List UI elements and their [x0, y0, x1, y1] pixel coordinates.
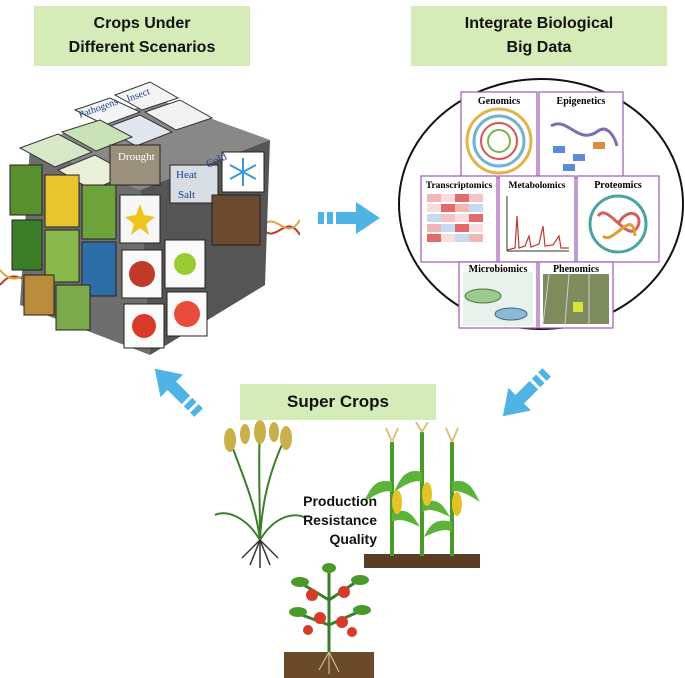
cube-label-salt: Salt	[178, 189, 195, 201]
panel-epigenetics: Epigenetics	[538, 91, 624, 179]
tomato-plant-icon	[284, 563, 374, 678]
title-left-line2: Different Scenarios	[68, 39, 216, 56]
label-proteomics: Proteomics	[594, 180, 642, 191]
crop-traits: Production Resistance Quality	[287, 492, 377, 549]
title-left-line1: Crops Under	[93, 15, 191, 32]
panel-phenomics: Phenomics	[538, 261, 614, 329]
trait-production: Production	[303, 493, 377, 509]
cube-label-drought: Drought	[118, 151, 155, 163]
crop-scenario-cube: Pathogens Insect Drought Heat Salt Cold	[0, 81, 300, 355]
trait-resistance: Resistance	[303, 512, 377, 528]
label-metabolomics: Metabolomics	[509, 181, 566, 191]
panel-genomics: Genomics	[460, 91, 538, 179]
label-epigenetics: Epigenetics	[557, 96, 606, 107]
arrow-right-icon	[318, 202, 380, 234]
title-right-line1: Integrate Biological	[464, 15, 614, 32]
title-integrate-big-data: Integrate Biological Big Data	[411, 6, 667, 66]
title-crops-scenarios: Crops Under Different Scenarios	[34, 6, 250, 66]
omics-circle: Genomics Epigenetics Transcriptomics Met…	[398, 78, 684, 330]
panel-metabolomics: Metabolomics	[498, 175, 576, 263]
rice-plant-icon	[214, 420, 307, 568]
label-genomics: Genomics	[478, 96, 520, 107]
arrow-up-left-icon	[154, 368, 203, 417]
panel-proteomics: Proteomics	[576, 175, 660, 263]
cube-label-heat: Heat	[176, 169, 197, 181]
title-right-line2: Big Data	[506, 39, 572, 56]
flower-icon	[125, 204, 155, 235]
title-super-crops: Super Crops	[240, 384, 436, 420]
label-transcriptomics: Transcriptomics	[426, 181, 493, 191]
corn-plant-icon	[364, 422, 480, 568]
arrow-down-left-icon	[502, 368, 551, 417]
snowflake-icon	[229, 158, 257, 186]
label-microbiomics: Microbiomics	[469, 264, 528, 275]
label-phenomics: Phenomics	[553, 264, 599, 275]
trait-quality: Quality	[329, 531, 377, 547]
panel-transcriptomics: Transcriptomics	[420, 175, 498, 263]
cube-left-face	[9, 164, 117, 331]
panel-microbiomics: Microbiomics	[458, 261, 538, 329]
cube-right-face	[109, 144, 265, 349]
